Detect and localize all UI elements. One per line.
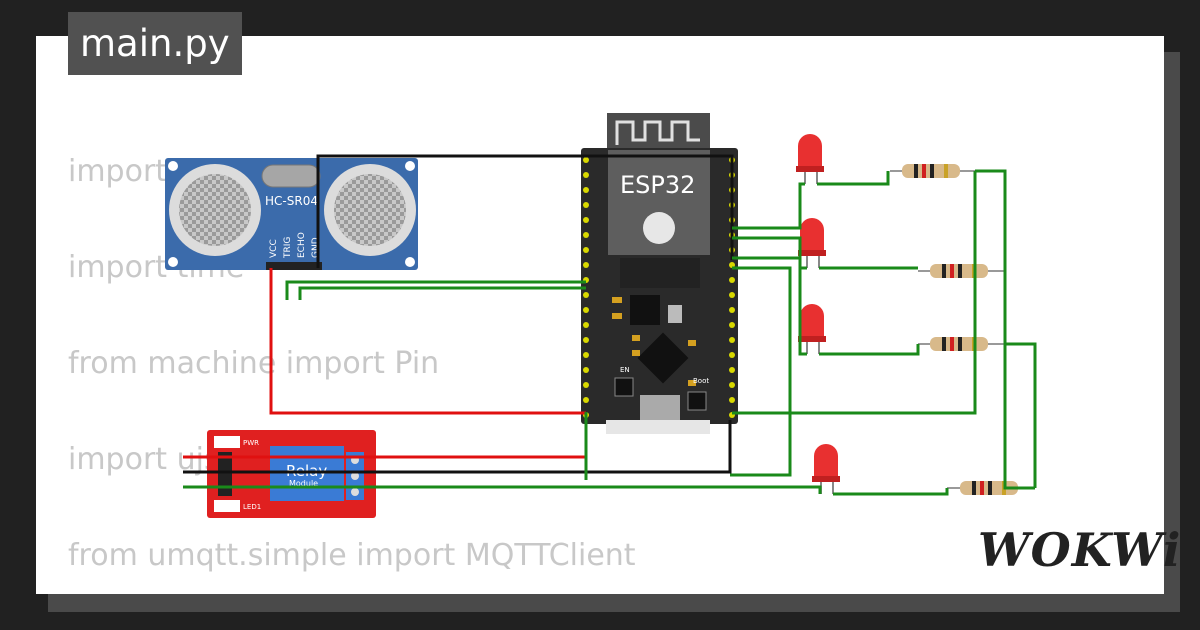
wire-relay-in bbox=[183, 485, 822, 494]
wokwi-logo: WOKWi bbox=[978, 523, 1182, 577]
sensor-label: HC-SR04 bbox=[265, 194, 318, 208]
wire-echo bbox=[298, 286, 586, 300]
resistor-1[interactable] bbox=[890, 164, 975, 178]
code-line-5: from umqtt.simple import MQTTClient bbox=[68, 538, 636, 573]
relay-led1-label: LED1 bbox=[243, 503, 261, 511]
wire-led4 bbox=[730, 266, 792, 477]
esp32-label: ESP32 bbox=[620, 171, 695, 199]
en-button-label: EN bbox=[620, 366, 630, 374]
wire-relay-gnd-black bbox=[183, 420, 732, 474]
circuit-diagram: HC-SR04 VCC TRIG ECHO GND ESP32 EN Bo bbox=[165, 113, 1037, 518]
ultrasonic-sensor[interactable]: HC-SR04 VCC TRIG ECHO GND bbox=[165, 158, 418, 270]
wire-led3 bbox=[732, 256, 807, 356]
wire-vcc-red bbox=[269, 268, 586, 415]
sensor-pin-vcc: VCC bbox=[269, 239, 279, 258]
resistor-3[interactable] bbox=[918, 337, 1005, 351]
wire-led1 bbox=[732, 182, 805, 230]
code-line-3: from machine import Pin bbox=[68, 346, 440, 381]
boot-button-label: Boot bbox=[693, 377, 709, 385]
led-4[interactable] bbox=[812, 444, 840, 494]
led-1[interactable] bbox=[796, 134, 824, 184]
led-2[interactable] bbox=[798, 218, 826, 268]
wires bbox=[183, 154, 1037, 496]
relay-module[interactable]: PWR LED1 Relay Module bbox=[207, 430, 376, 518]
wire-led2 bbox=[732, 236, 807, 270]
relay-pwr-label: PWR bbox=[243, 439, 259, 447]
wire-resistor-bus bbox=[975, 169, 1035, 490]
wire-trig bbox=[285, 280, 586, 300]
wire-gnd-black bbox=[316, 154, 734, 268]
file-tab[interactable]: main.py bbox=[68, 12, 242, 75]
relay-subtitle: Module bbox=[289, 479, 318, 488]
simulation-canvas[interactable]: import network import time from machine … bbox=[36, 36, 1164, 594]
resistor-2[interactable] bbox=[918, 264, 1005, 278]
led-3[interactable] bbox=[798, 304, 826, 354]
sensor-pin-trig: TRIG bbox=[283, 237, 293, 259]
esp32-board[interactable]: ESP32 EN Boot bbox=[581, 113, 738, 434]
sensor-pin-echo: ECHO bbox=[297, 232, 307, 258]
sensor-pin-gnd: GND bbox=[311, 237, 321, 258]
